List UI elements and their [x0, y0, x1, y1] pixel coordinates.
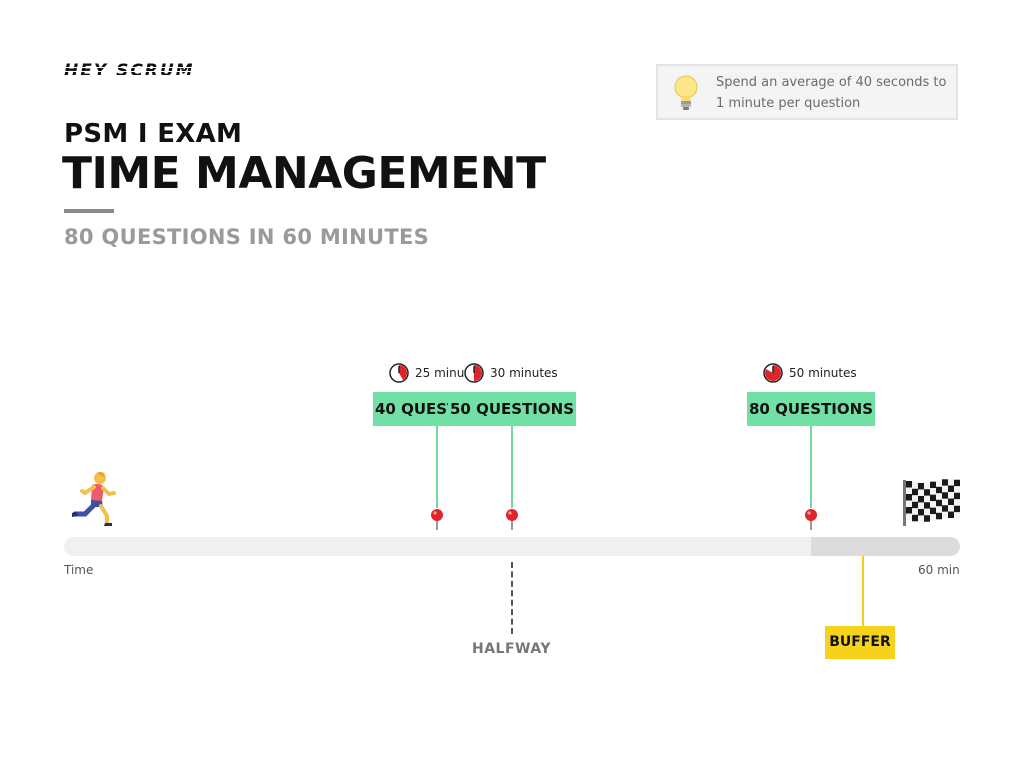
- axis-start-label: Time: [64, 563, 94, 577]
- milestone-connector-line: [436, 426, 438, 508]
- timeline-track: [64, 537, 960, 556]
- lightbulb-icon: [674, 75, 698, 110]
- clock-icon: [389, 363, 409, 383]
- milestone-time-label: 50 minutes: [789, 366, 857, 380]
- buffer-label: BUFFER: [825, 626, 895, 659]
- tip-box: Spend an average of 40 seconds to 1 minu…: [656, 64, 958, 120]
- milestone-questions-box: 50 QUESTIONS: [448, 392, 576, 426]
- timeline-buffer-segment: [810, 537, 960, 556]
- milestone-connector-line: [511, 426, 513, 508]
- logo: HEY SCRUM: [64, 61, 195, 81]
- milestone-time-label: 30 minutes: [490, 366, 558, 380]
- clock-icon: [763, 363, 783, 383]
- checkered-flag-icon: [903, 479, 960, 526]
- milestone-questions-box: 80 QUESTIONS: [747, 392, 875, 426]
- buffer-connector-line: [862, 556, 864, 626]
- runner-icon: [72, 471, 116, 526]
- halfway-label: HALFWAY: [472, 641, 551, 657]
- clock-icon: [464, 363, 484, 383]
- logo-text: HEY SCRUM: [64, 61, 195, 81]
- milestone-connector-line: [810, 426, 812, 508]
- axis-end-label: 60 min: [918, 563, 960, 577]
- map-pin-icon: [805, 509, 817, 530]
- map-pin-icon: [506, 509, 518, 530]
- title-divider: [64, 209, 114, 213]
- exam-subtitle: PSM I EXAM: [64, 119, 243, 149]
- tip-text: Spend an average of 40 seconds to 1 minu…: [716, 75, 947, 111]
- halfway-marker-line: [511, 562, 513, 634]
- page-tagline: 80 QUESTIONS IN 60 MINUTES: [64, 225, 430, 249]
- page-title: TIME MANAGEMENT: [62, 148, 546, 199]
- map-pin-icon: [431, 509, 443, 530]
